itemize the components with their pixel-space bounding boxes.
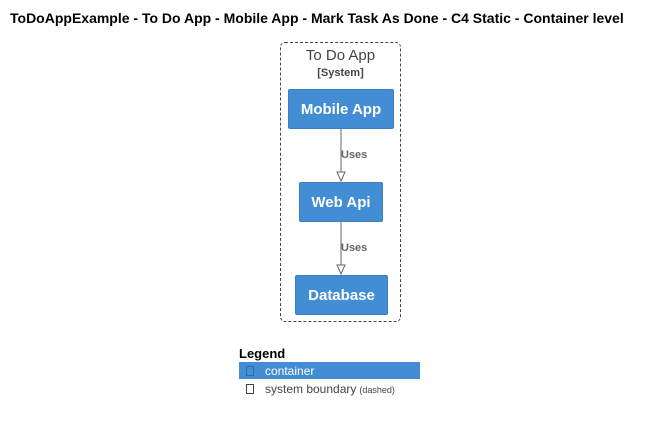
legend-item-label: system boundary xyxy=(265,381,357,396)
boundary-swatch-icon xyxy=(246,383,254,394)
boundary-type: [System] xyxy=(317,67,364,79)
boundary-name: To Do App xyxy=(305,47,376,64)
relationship-label-webapi-to-database: Uses xyxy=(341,242,368,254)
legend-item-label: container xyxy=(265,363,315,378)
legend-item-container: container xyxy=(239,362,420,379)
legend-item-note: (dashed) xyxy=(359,385,395,395)
container-mobile-app[interactable]: Mobile App xyxy=(288,89,394,129)
legend-item-system-boundary: system boundary (dashed) xyxy=(239,380,420,397)
relationship-label-mobile-to-webapi: Uses xyxy=(341,149,368,161)
container-swatch-icon xyxy=(246,365,254,376)
relationship-arrowhead-mobile-to-webapi xyxy=(336,171,346,183)
relationship-arrowhead-webapi-to-database xyxy=(336,264,346,276)
diagram-title: ToDoAppExample - To Do App - Mobile App … xyxy=(10,10,624,26)
system-boundary[interactable]: To Do App [System] xyxy=(280,42,401,322)
container-database[interactable]: Database xyxy=(295,275,388,315)
container-web-api[interactable]: Web Api xyxy=(299,182,383,222)
legend-title: Legend xyxy=(239,346,286,361)
